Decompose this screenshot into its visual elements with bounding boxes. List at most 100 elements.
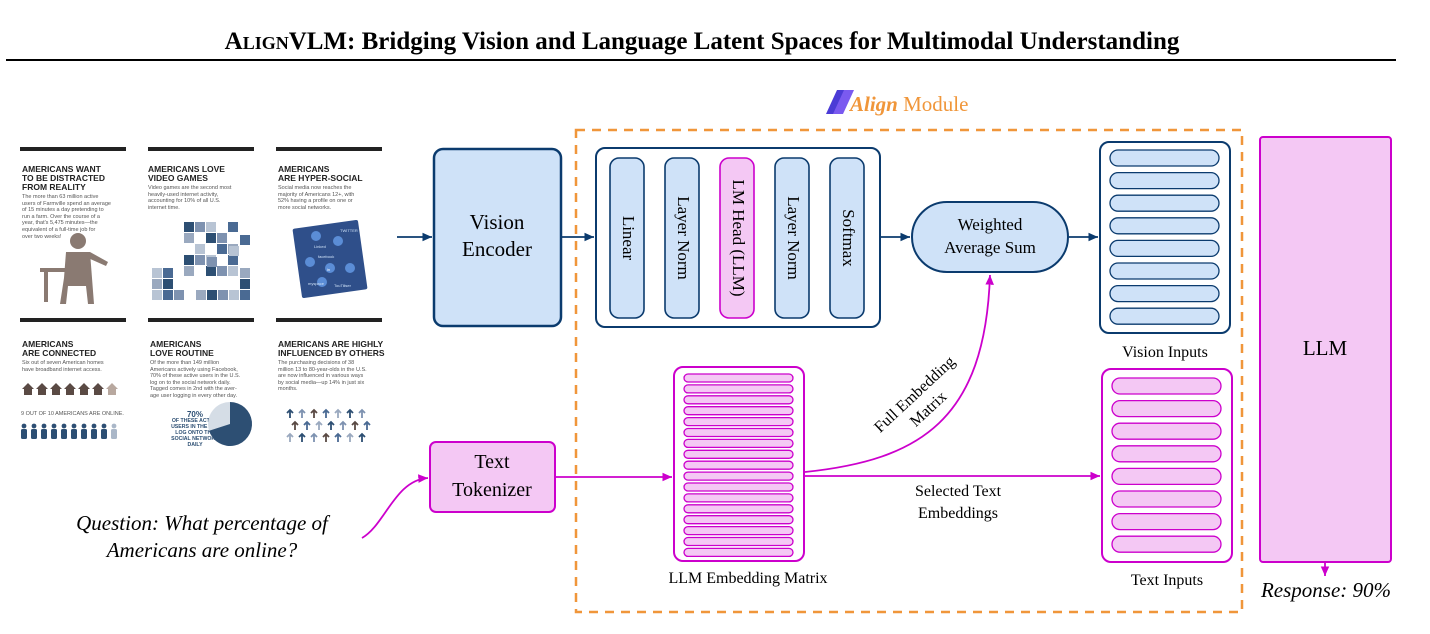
embedding-row: [683, 482, 794, 492]
arrow-glyph: [286, 408, 294, 418]
pixel-cell: [229, 246, 239, 256]
text-token-row: [1111, 377, 1222, 395]
vision-encoder-label-2: Encoder: [462, 237, 532, 261]
ig-rule: [148, 147, 254, 151]
pixel-cell: [163, 290, 173, 300]
align-module-border: [574, 128, 1244, 614]
person-icon: [91, 429, 97, 439]
embedding-row: [683, 438, 794, 449]
embedding-row: [683, 471, 794, 481]
align-logo-icon: [826, 90, 854, 114]
weighted-average-sum-block: [911, 201, 1069, 273]
house-icon: [92, 383, 104, 395]
text-tokenizer-label-1: Text: [474, 451, 510, 473]
house-icon: [36, 383, 48, 395]
person-icon: [71, 423, 77, 429]
person-icon: [41, 429, 47, 439]
pixel-cell: [240, 279, 250, 289]
text-inputs-label: Text Inputs: [1131, 572, 1203, 589]
pixel-cell: [206, 266, 216, 276]
pixel-cell: [207, 290, 217, 300]
llm-label: LLM: [1303, 336, 1348, 360]
person-icon: [31, 429, 37, 439]
vision-token-row: [1109, 262, 1220, 280]
arrow-glyph: [322, 432, 330, 442]
house-icon: [22, 383, 34, 395]
arrow-glyph: [358, 408, 366, 418]
online-stat: 9 OUT OF 10 AMERICANS ARE ONLINE.: [21, 411, 124, 417]
embedding-matrix-rows: [683, 373, 794, 558]
embedding-row: [683, 493, 794, 503]
embedding-row: [683, 416, 794, 427]
ig-rule: [20, 318, 126, 322]
pixel-cell: [184, 266, 194, 276]
svg-text:myspace: myspace: [308, 281, 325, 286]
people-icon: [21, 423, 117, 439]
pixel-cell: [240, 235, 250, 245]
embedding-row: [683, 504, 794, 514]
pixel-cell: [240, 268, 250, 278]
svg-text:TouTiliser: TouTiliser: [334, 283, 352, 288]
text-token-row: [1111, 445, 1222, 463]
svg-text:Linked: Linked: [314, 244, 326, 249]
vision-inputs-stack: [1109, 149, 1220, 325]
pixel-cell: [206, 222, 216, 232]
response-label: Response: 90%: [1260, 578, 1391, 602]
arrow-glyph: [351, 420, 359, 430]
ig-rule: [148, 318, 254, 322]
vision-token-row: [1109, 239, 1220, 258]
svg-text:TWITTER: TWITTER: [340, 228, 358, 233]
person-icon: [71, 429, 77, 439]
vision-token-row: [1109, 217, 1220, 235]
selected-text-label-1: Selected Text: [915, 483, 1002, 500]
houses-icon: [22, 383, 118, 395]
weighted-sum-label-2: Average Sum: [944, 238, 1036, 257]
vision-encoder-block: [432, 147, 563, 328]
question-line-1: Question: What percentage of: [76, 511, 331, 535]
ig-rule: [276, 147, 382, 151]
person-icon: [81, 429, 87, 439]
person-icon: [21, 429, 27, 439]
pixel-cell: [174, 290, 184, 300]
vision-token-row: [1109, 149, 1220, 167]
embedding-row: [683, 373, 794, 383]
question-line-2: Americans are online?: [105, 538, 298, 562]
person-icon: [61, 429, 67, 439]
pixel-cell: [217, 244, 227, 254]
pixel-cell: [184, 222, 194, 232]
arrow-glyph: [358, 432, 366, 442]
pixel-grid-icon: [152, 222, 250, 300]
arrow-glyph: [346, 432, 354, 442]
arrow-glyph: [291, 420, 299, 430]
embedding-row: [683, 460, 794, 470]
weighted-sum-label-1: Weighted: [958, 215, 1023, 234]
pixel-cell: [240, 290, 250, 300]
arrow-glyph: [298, 408, 306, 418]
vision-token-row: [1109, 284, 1220, 303]
arrow-glyph: [346, 408, 354, 418]
arrow-glyph: [315, 420, 323, 430]
pixel-cell: [184, 233, 194, 243]
arrow-glyph: [310, 408, 318, 418]
pixel-cell: [228, 222, 238, 232]
arrow-glyph: [334, 432, 342, 442]
pixel-cell: [195, 244, 205, 254]
text-token-row: [1111, 422, 1222, 440]
person-icon: [61, 423, 67, 429]
vision-inputs-container: [1099, 141, 1231, 334]
pixel-cell: [206, 233, 216, 243]
pixel-cell: [196, 290, 206, 300]
question-to-tokenizer-arrow: [361, 474, 429, 539]
vision-encoder-label-1: Vision: [470, 210, 525, 234]
pixel-cell: [184, 255, 194, 265]
vision-inputs-label: Vision Inputs: [1122, 344, 1208, 361]
embedding-row: [683, 515, 794, 525]
svg-text:in: in: [327, 267, 330, 272]
pixel-cell: [152, 279, 162, 289]
align-module-label: Align Module: [848, 92, 968, 116]
